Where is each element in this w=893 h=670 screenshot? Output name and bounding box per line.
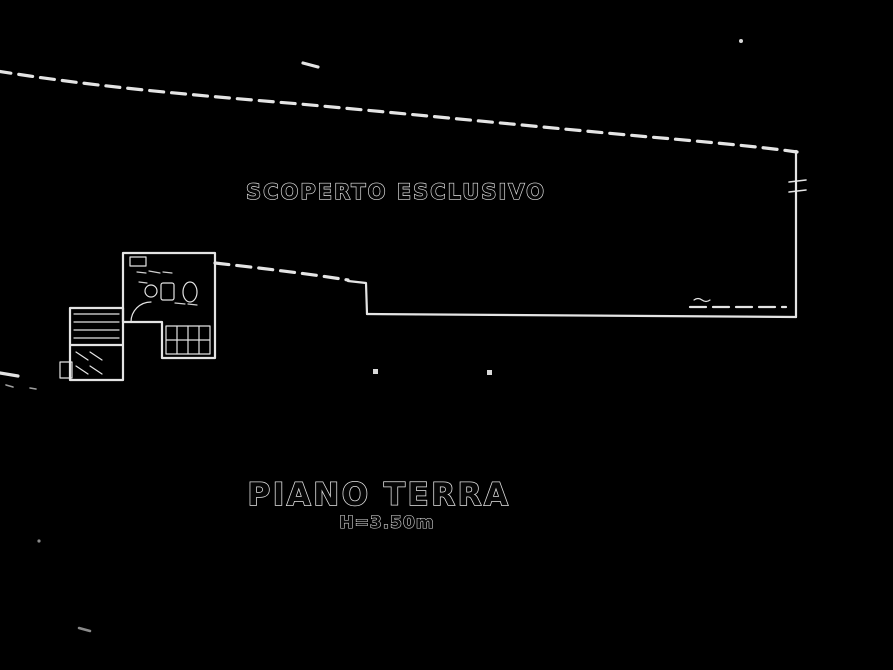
parcel-mark-left: [373, 369, 378, 374]
west-edge-specks: [5, 384, 37, 390]
fixture-ellipse: [182, 281, 198, 303]
fixture-rect: [160, 282, 175, 301]
fixture-circle: [144, 284, 158, 298]
building-plan: [59, 251, 217, 382]
building-entry-detail: [129, 256, 147, 267]
break-symbol: [693, 297, 711, 303]
building-side-detail: [59, 361, 73, 379]
window-grid: [165, 325, 211, 355]
stair-block-outline: [68, 306, 125, 382]
floor-height-label: H=3.50m: [339, 513, 434, 533]
west-edge-mark: [0, 371, 20, 378]
building-annotation-marks: [136, 270, 198, 306]
parcel-mark-right: [487, 370, 492, 375]
top-right-speck: [739, 39, 743, 43]
east-boundary-tick-marks: [788, 179, 807, 193]
stair-treads-hatch: [73, 313, 120, 339]
bottom-left-speck: [37, 539, 41, 543]
floor-title: PIANO TERRA: [248, 477, 511, 513]
south-boundary-line: [365, 312, 798, 319]
bottom-left-dash: [77, 626, 92, 633]
stair-lower-hatch: [75, 351, 103, 375]
boundary-step-line: [346, 279, 369, 316]
building-outline: [121, 251, 217, 360]
courtyard-label: SCOPERTO ESCLUSIVO: [246, 180, 546, 204]
north-boundary-line: [0, 69, 799, 154]
west-boundary-dashed-line: [213, 261, 350, 282]
top-stray-dash: [301, 61, 320, 69]
door-swing-arc: [130, 301, 152, 323]
